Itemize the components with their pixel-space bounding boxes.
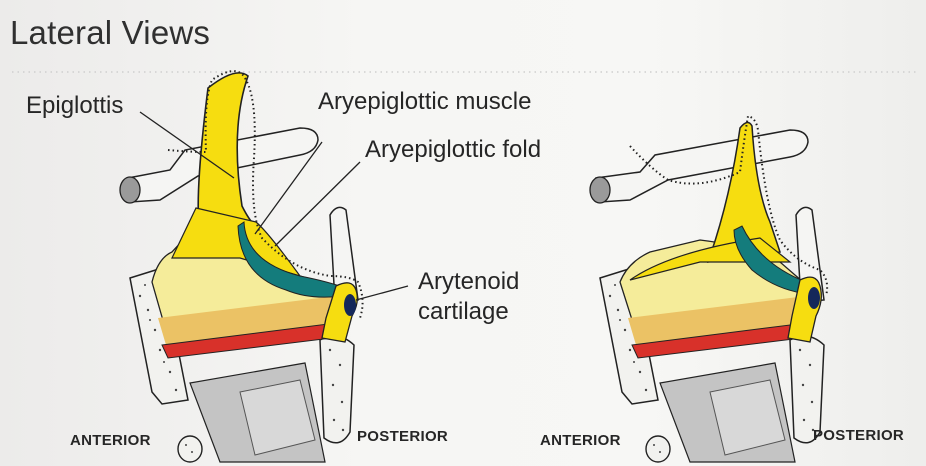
- label-arytenoid-line2: cartilage: [418, 298, 509, 326]
- right-posterior-label: POSTERIOR: [813, 427, 904, 444]
- right-anterior-ring: [646, 436, 670, 462]
- label-aryepiglottic-fold: Aryepiglottic fold: [365, 136, 541, 164]
- right-hyoid-rod: [596, 130, 808, 202]
- label-epiglottis: Epiglottis: [26, 92, 123, 120]
- label-arytenoid-line1: Arytenoid: [418, 268, 519, 296]
- right-arytenoid-dark: [808, 287, 820, 309]
- left-anterior-label: ANTERIOR: [70, 432, 151, 449]
- label-aryepiglottic-muscle: Aryepiglottic muscle: [318, 88, 531, 116]
- right-hyoid-end: [590, 177, 610, 203]
- right-anterior-label: ANTERIOR: [540, 432, 621, 449]
- left-posterior-label: POSTERIOR: [357, 428, 448, 445]
